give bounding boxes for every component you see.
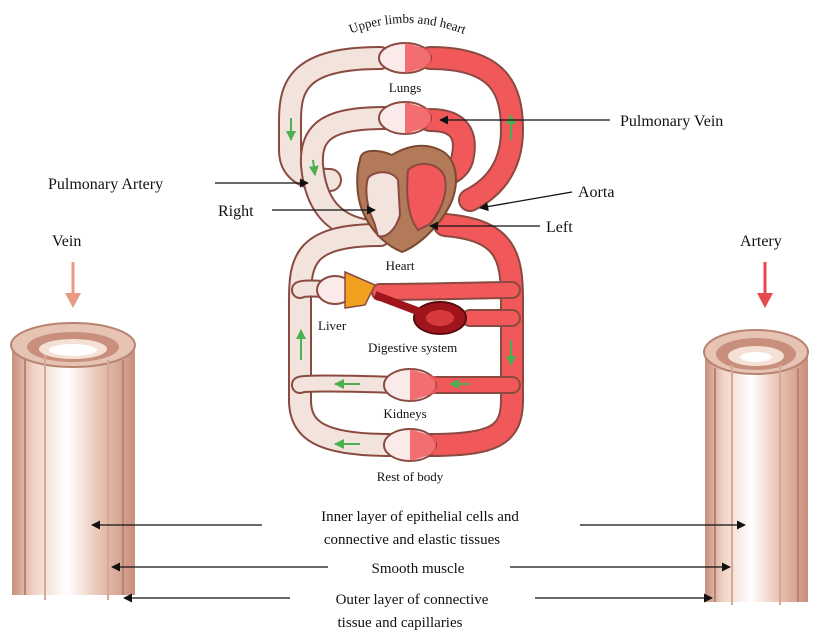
label-smooth-muscle: Smooth muscle [372,561,465,577]
label-aorta: Aorta [578,184,614,201]
liver-organ [317,272,375,308]
capillary-kidneys [384,369,436,401]
capillary-rest-of-body [384,429,436,461]
label-outer-layer-2: tissue and capillaries [338,615,463,631]
label-inner-layer-1: Inner layer of epithelial cells and [321,509,519,525]
artery-cross-section [704,330,808,605]
label-rest-of-body: Rest of body [377,469,444,484]
label-digestive: Digestive system [368,340,457,355]
label-kidneys: Kidneys [383,406,426,421]
label-pulmonary-artery: Pulmonary Artery [48,176,163,193]
vein-arrow [65,262,81,308]
label-heart: Heart [386,258,415,273]
vein-cross-section [11,323,135,600]
label-outer-layer-1: Outer layer of connective [336,592,489,608]
label-liver: Liver [318,318,347,333]
digestive-organ [375,295,466,334]
label-lungs: Lungs [389,80,422,95]
artery-arrow [757,262,773,308]
capillary-upper [379,43,431,73]
label-artery: Artery [740,233,782,250]
label-right: Right [218,203,254,220]
label-left: Left [546,219,573,236]
label-vein: Vein [52,233,81,250]
capillary-lungs [379,102,431,134]
label-pulmonary-vein: Pulmonary Vein [620,113,723,130]
label-inner-layer-2: connective and elastic tissues [324,532,500,548]
label-upper-limbs: Upper limbs and heart [347,11,469,37]
